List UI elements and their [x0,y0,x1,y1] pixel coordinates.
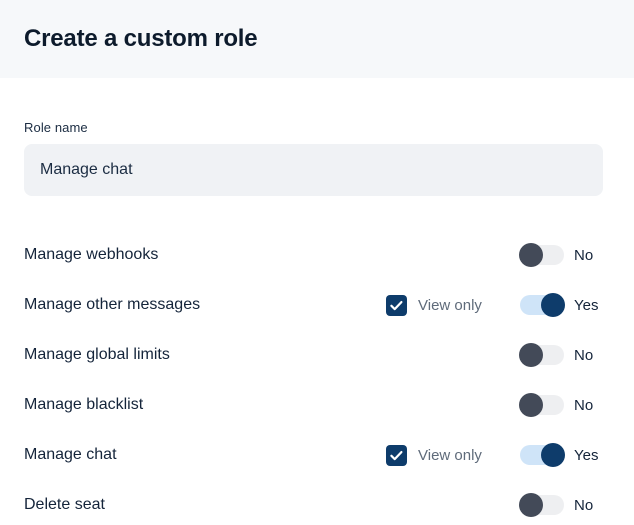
permission-label: Manage global limits [24,346,170,363]
permission-toggle[interactable] [519,393,564,417]
role-name-input[interactable] [24,144,603,196]
toggle-state-label: Yes [574,446,599,464]
toggle-state-label: No [574,396,594,414]
view-only-group[interactable]: View only [386,294,520,316]
permission-toggle[interactable] [519,243,564,267]
role-name-label: Role name [24,120,88,135]
toggle-knob [519,243,543,267]
permission-label: Manage other messages [24,296,201,313]
toggle-knob [541,293,565,317]
toggle-knob [519,393,543,417]
view-only-label: View only [418,446,482,464]
permissions-list: Manage webhooksView onlyNoManage other m… [24,230,610,525]
page-title: Create a custom role [24,25,258,52]
permission-label: Manage chat [24,446,117,463]
permission-toggle-group[interactable]: No [519,393,610,417]
toggle-state-label: No [574,496,594,514]
permission-toggle[interactable] [520,293,565,317]
permission-row: Manage chat View only Yes [24,430,610,480]
permission-label: Manage blacklist [24,396,144,413]
permission-label: Manage webhooks [24,246,159,263]
permission-toggle-group[interactable]: Yes [520,443,610,467]
permission-toggle-group[interactable]: Yes [520,293,610,317]
view-only-checkbox[interactable] [386,444,407,466]
permission-toggle[interactable] [519,493,564,517]
toggle-state-label: No [574,346,594,364]
permission-toggle[interactable] [520,443,565,467]
toggle-knob [541,443,565,467]
view-only-group[interactable]: View only [386,444,520,466]
permission-toggle-group[interactable]: No [519,343,610,367]
toggle-knob [519,343,543,367]
view-only-label: View only [418,296,482,314]
page-content: Role name Manage webhooksView onlyNoMana… [0,78,634,525]
toggle-state-label: Yes [574,296,599,314]
permission-row: Manage global limitsView onlyNo [24,330,610,380]
toggle-state-label: No [574,246,594,264]
role-name-field-block: Role name [24,78,610,196]
toggle-knob [519,493,543,517]
permission-toggle[interactable] [519,343,564,367]
permission-label: Delete seat [24,496,105,513]
permission-row: Manage webhooksView onlyNo [24,230,610,280]
page-header: Create a custom role [0,0,634,78]
view-only-checkbox[interactable] [386,294,407,316]
permission-toggle-group[interactable]: No [519,243,610,267]
permission-row: Delete seatView onlyNo [24,480,610,525]
permission-toggle-group[interactable]: No [519,493,610,517]
permission-row: Manage blacklistView onlyNo [24,380,610,430]
permission-row: Manage other messages View only Yes [24,280,610,330]
